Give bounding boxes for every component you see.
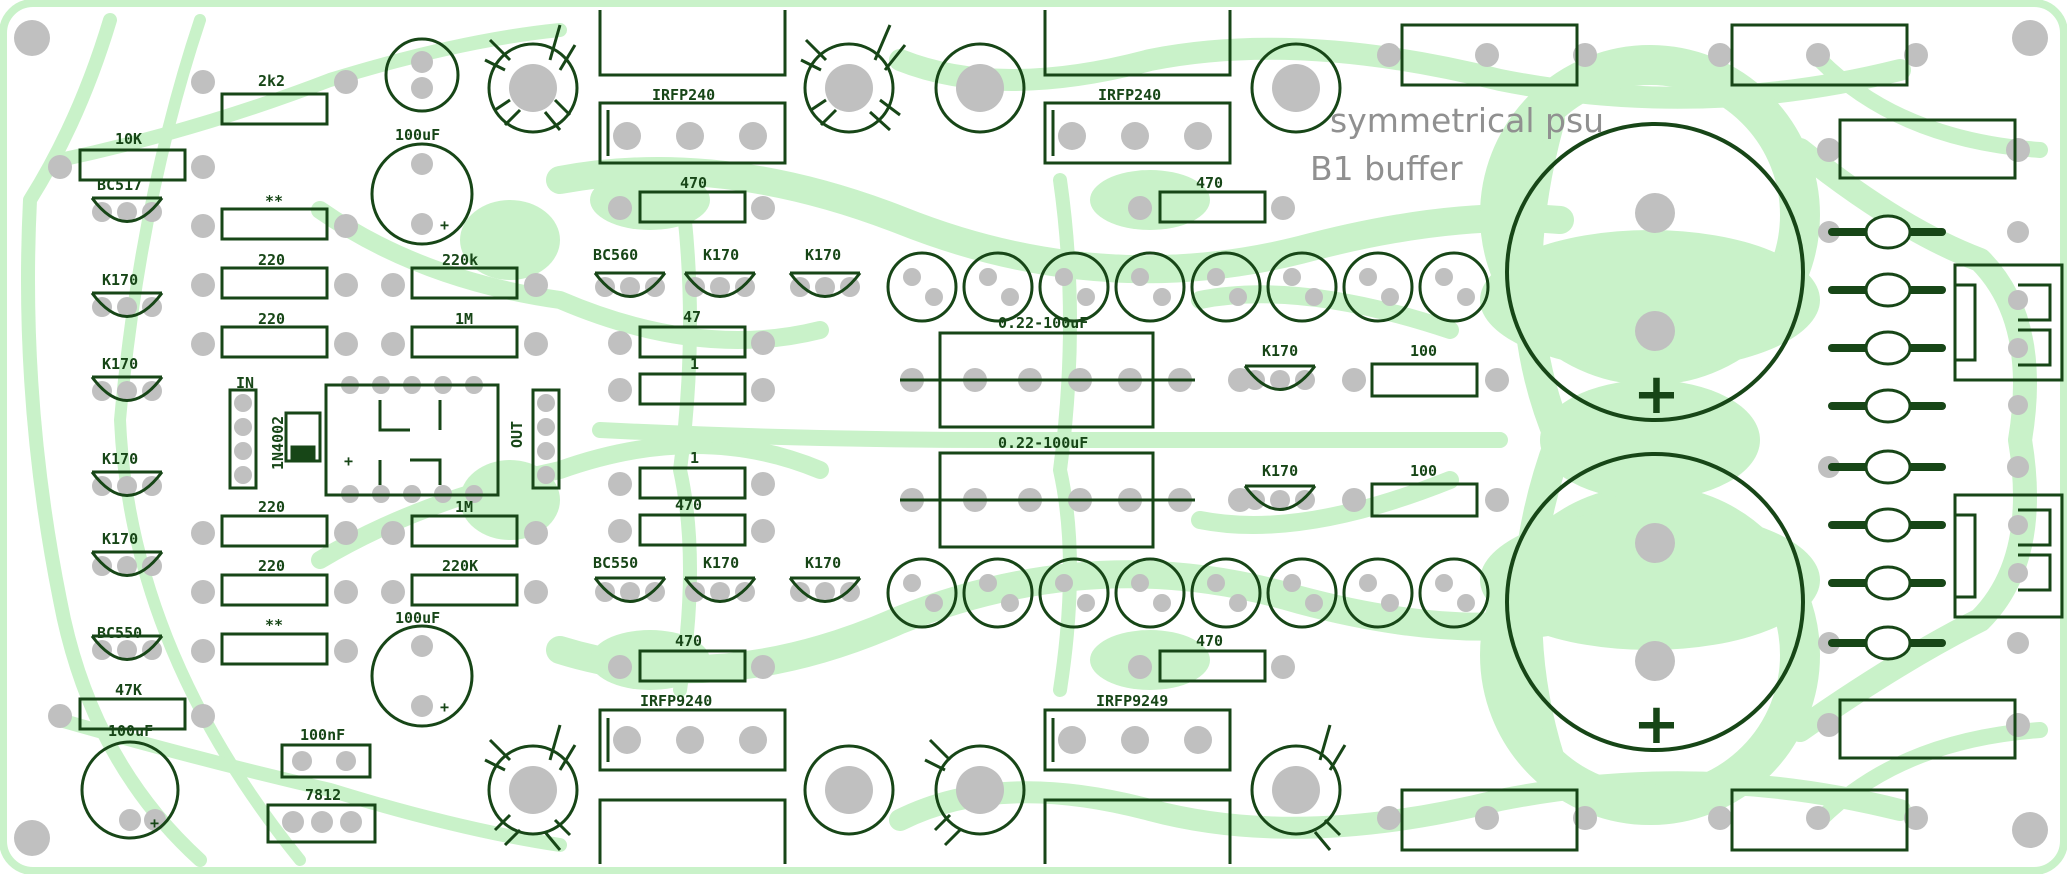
labels: symmetrical psu B1 buffer 2k2 10K BC517 … xyxy=(97,72,1680,832)
label-100-a: 100 xyxy=(1410,342,1437,360)
cap-circle-pads xyxy=(903,268,1475,612)
bridge-diodes xyxy=(1828,214,1946,661)
resistor-2k2 xyxy=(220,92,329,126)
label-cap-022-bot: 0.22-100uF xyxy=(998,434,1088,452)
label-100nf: 100nF xyxy=(300,726,345,744)
label-k170-l4: K170 xyxy=(102,530,138,548)
cap-100uf-bot xyxy=(80,740,180,840)
label-470-e: 470 xyxy=(1196,632,1223,650)
resistor-220-c xyxy=(220,514,329,548)
mosfet-irfp9240 xyxy=(598,708,787,772)
label-k170-l1: K170 xyxy=(102,271,138,289)
resistor-220k-bot xyxy=(410,573,519,607)
label-out: OUT xyxy=(508,421,526,448)
mosfet-irfp9249 xyxy=(1043,708,1232,772)
silkscreen xyxy=(78,10,2064,864)
label-1-a: 1 xyxy=(690,355,699,373)
label-plus-small: + xyxy=(344,452,353,470)
label-k170-c2: K170 xyxy=(805,246,841,264)
label-k170-c1: K170 xyxy=(703,246,739,264)
resistor-1m-top xyxy=(410,325,519,359)
label-220-d: 220 xyxy=(258,557,285,575)
label-plus-cap-mid: + xyxy=(440,698,449,716)
label-irfp240-a: IRFP240 xyxy=(652,86,715,104)
label-1-b: 1 xyxy=(690,449,699,467)
label-470-d: 470 xyxy=(675,632,702,650)
cap-circles xyxy=(886,251,1490,629)
label-bc550-left: BC550 xyxy=(97,624,142,642)
label-k170-c4: K170 xyxy=(805,554,841,572)
cap-100uf-mid xyxy=(370,624,474,728)
board-title-line2: B1 buffer xyxy=(1310,149,1463,188)
label-7812: 7812 xyxy=(305,786,341,804)
resistor-10k xyxy=(78,148,187,182)
label-k170-l2: K170 xyxy=(102,355,138,373)
resistor-47k xyxy=(78,697,187,731)
label-k170-r1: K170 xyxy=(1262,342,1298,360)
resistor-220-a xyxy=(220,266,329,300)
relay-outline xyxy=(324,383,500,497)
label-220k-top: 220k xyxy=(442,251,478,269)
label-bc550-mid: BC550 xyxy=(593,554,638,572)
cap-top-small xyxy=(384,37,460,113)
label-star-top: ** xyxy=(265,192,283,210)
label-470-a: 470 xyxy=(680,174,707,192)
label-k170-r2: K170 xyxy=(1262,462,1298,480)
resistor-220-b xyxy=(220,325,329,359)
label-1n4002: 1N4002 xyxy=(269,416,287,470)
resistor-1m-bot xyxy=(410,514,519,548)
resistor-220k-top xyxy=(410,266,519,300)
resistor-star-bot xyxy=(220,632,329,666)
label-irfp240-b: IRFP240 xyxy=(1098,86,1161,104)
mosfet-irfp240-b xyxy=(1043,101,1232,165)
label-220-c: 220 xyxy=(258,498,285,516)
label-10k: 10K xyxy=(115,130,142,148)
label-100uf-bot: 100uF xyxy=(108,722,153,740)
label-47: 47 xyxy=(683,308,701,326)
label-1m-bot: 1M xyxy=(455,498,473,516)
label-2k2: 2k2 xyxy=(258,72,285,90)
label-k170-l3: K170 xyxy=(102,450,138,468)
label-100uf-mid: 100uF xyxy=(395,609,440,627)
mosfet-irfp240-a xyxy=(598,101,787,165)
label-100-b: 100 xyxy=(1410,462,1437,480)
label-irfp9249: IRFP9249 xyxy=(1096,692,1168,710)
board-title-line1: symmetrical psu xyxy=(1330,101,1604,140)
label-plus-cap-bot: + xyxy=(150,814,159,832)
label-irfp9240: IRFP9240 xyxy=(640,692,712,710)
label-1m-top: 1M xyxy=(455,310,473,328)
label-220-b: 220 xyxy=(258,310,285,328)
label-big-cap-plus-bot: + xyxy=(1633,692,1680,757)
label-220k-bot: 220K xyxy=(442,557,478,575)
label-220-a: 220 xyxy=(258,251,285,269)
label-bc517: BC517 xyxy=(97,176,142,194)
cap-100uf-top xyxy=(370,142,474,246)
label-100uf-top: 100uF xyxy=(395,126,440,144)
label-in: IN xyxy=(236,374,254,392)
resistor-star-top xyxy=(220,207,329,241)
label-470-b: 470 xyxy=(1196,174,1223,192)
label-plus-cap-top: + xyxy=(440,216,449,234)
resistor-220-d xyxy=(220,573,329,607)
label-cap-022-top: 0.22-100uF xyxy=(998,314,1088,332)
label-470-c: 470 xyxy=(675,496,702,514)
label-big-cap-plus-top: + xyxy=(1633,362,1680,427)
label-star-bot: ** xyxy=(265,616,283,634)
label-bc560: BC560 xyxy=(593,246,638,264)
big-cap-bottom xyxy=(1505,452,1805,752)
label-47k: 47K xyxy=(115,681,142,699)
label-k170-c3: K170 xyxy=(703,554,739,572)
big-cap-top xyxy=(1505,122,1805,422)
